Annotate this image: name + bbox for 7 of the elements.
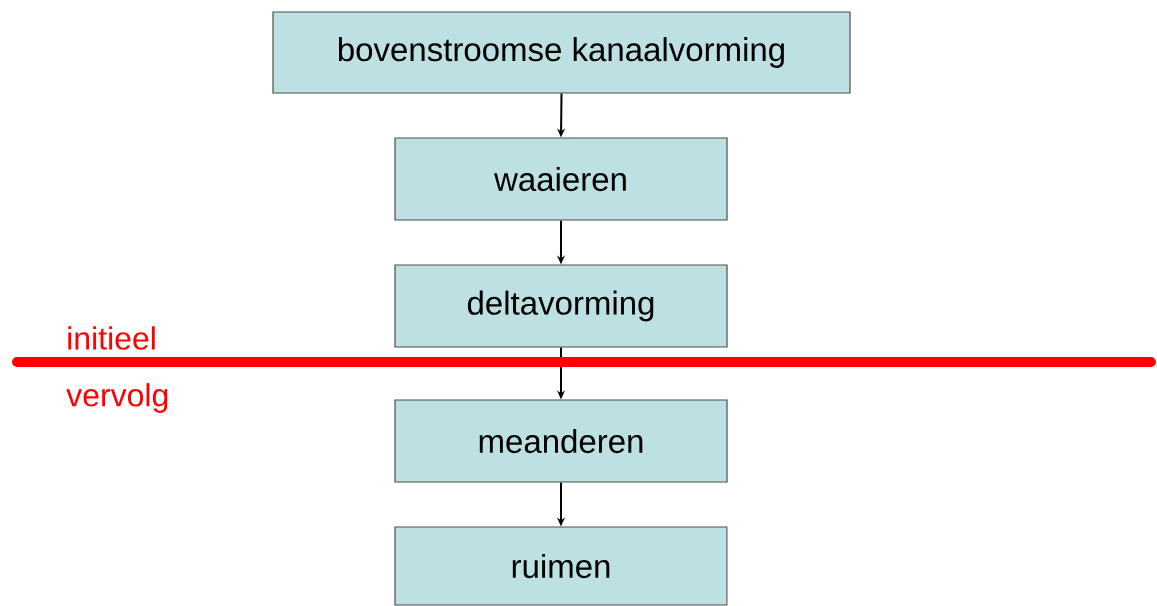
phase-label: initieel [68,326,155,350]
process-box: bovenstroomse kanaalvorming [272,11,851,94]
process-box: ruimen [394,526,728,606]
process-box: meanderen [394,399,728,483]
process-box: deltavorming [394,264,728,348]
phase-label: vervolg [66,383,168,413]
process-box: waaieren [394,137,728,221]
